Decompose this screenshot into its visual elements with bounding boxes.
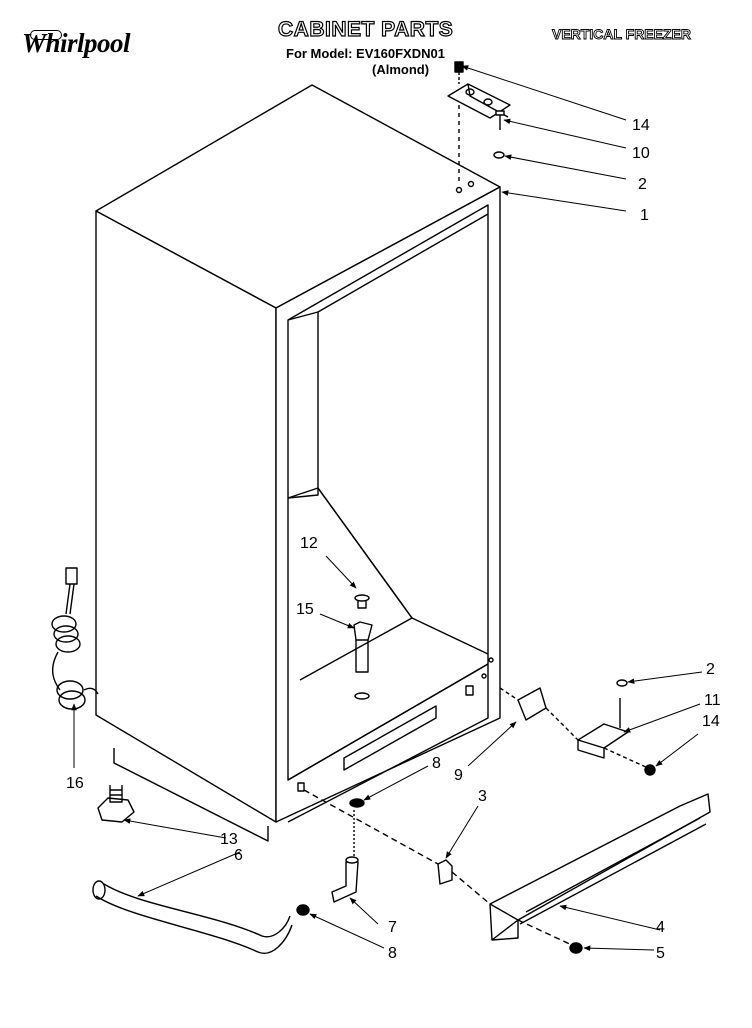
callout-8-bottom: 8	[388, 945, 397, 962]
top-hinge	[447, 61, 511, 185]
grille-screw	[569, 942, 583, 954]
callout-8-top: 8	[432, 755, 441, 772]
drain-hose	[92, 880, 293, 954]
callout-9: 9	[454, 767, 463, 784]
hose-clamp-lower	[296, 904, 310, 916]
callout-12: 12	[300, 535, 318, 552]
model-number: For Model: EV160FXDN01	[286, 46, 445, 61]
callout-15: 15	[296, 601, 314, 618]
leveling-leg	[97, 785, 135, 823]
diagram-title: CABINET PARTS	[277, 17, 454, 41]
callout-5: 5	[656, 945, 665, 962]
callout-16: 16	[66, 775, 84, 792]
callout-labels: 14 10 2 1 12 15 2 11 14 9 16 8 3 13 6 7 …	[66, 117, 721, 962]
cabinet-body	[95, 84, 501, 823]
callout-14-bottom: 14	[702, 713, 720, 730]
callout-10: 10	[632, 145, 650, 162]
brand-badge-icon	[30, 30, 62, 40]
callout-1: 1	[640, 207, 649, 224]
grille-support	[437, 859, 453, 885]
product-type: VERTICAL FREEZER	[552, 26, 692, 43]
callout-4: 4	[656, 919, 665, 936]
drain-fittings	[353, 594, 373, 700]
callout-13: 13	[220, 831, 238, 848]
model-color: (Almond)	[372, 62, 430, 77]
power-cord	[51, 567, 99, 710]
bottom-hinge	[499, 679, 656, 776]
hose-clamp-upper	[349, 798, 365, 808]
callout-3: 3	[478, 788, 487, 805]
callout-6: 6	[234, 847, 243, 864]
drain-tube	[331, 810, 359, 903]
cabinet-base	[113, 748, 269, 842]
callout-2-top: 2	[638, 176, 647, 193]
callout-2-bottom: 2	[706, 661, 715, 678]
toe-grille	[489, 793, 711, 941]
callout-7: 7	[388, 919, 397, 936]
callout-11: 11	[704, 692, 721, 709]
brand-logo: Whirlpool	[22, 28, 131, 58]
callout-14-top: 14	[632, 117, 650, 134]
